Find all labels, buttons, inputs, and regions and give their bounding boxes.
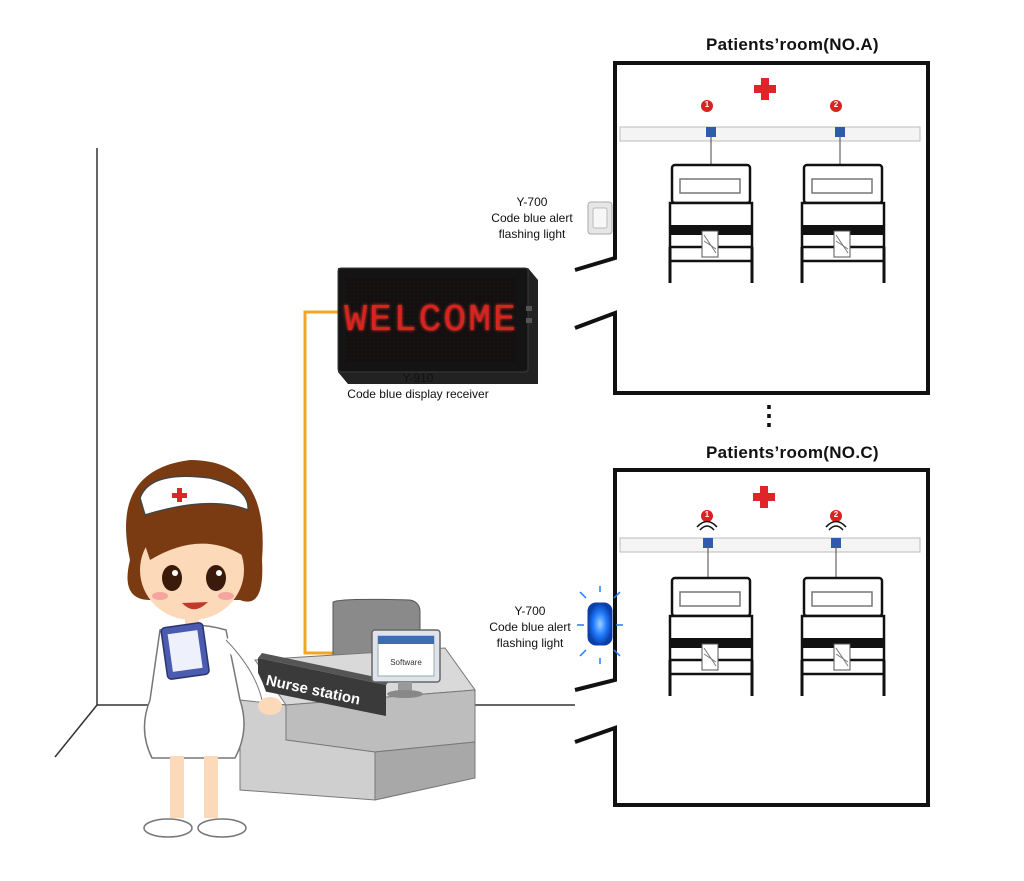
room-c-cross: [753, 486, 775, 508]
room-a-bed-badge-2: [830, 100, 842, 112]
rooms-ellipsis: ⋮: [756, 400, 782, 430]
room-c-bed-badge-1: [701, 510, 713, 522]
nurse-station-desk: [239, 598, 476, 801]
room-a-cross: [754, 78, 776, 100]
room-a-bed-badge-1: [701, 100, 713, 112]
display-receiver-device: [337, 267, 538, 384]
room-a-alert-light-line2: flashing light: [498, 227, 566, 241]
room-a-alert-light-line1: Code blue alert: [491, 211, 573, 225]
room-c-alert-light-caption: Y-700 Code blue alert flashing light: [472, 603, 588, 651]
wireless-signal-icon: [696, 520, 847, 531]
nurse-illustration: [126, 460, 282, 838]
room-a-alert-light-caption: Y-700 Code blue alert flashing light: [474, 194, 590, 242]
room-c-interior: [619, 537, 921, 698]
room-a-bed-number-2: 2: [833, 100, 839, 109]
room-a-alert-light: [587, 201, 613, 235]
display-receiver-model: Y-910: [402, 371, 434, 385]
room-a-title: Patients’room(NO.A): [706, 35, 879, 54]
room-c-alert-light-model: Y-700: [514, 604, 546, 618]
room-a-bed-number-1: 1: [704, 100, 710, 109]
room-c-alert-light: [577, 586, 623, 664]
room-c-bed-badge-2: [830, 510, 842, 522]
room-a-alert-light-model: Y-700: [516, 195, 548, 209]
display-receiver-description: Code blue display receiver: [347, 387, 489, 401]
room-c-title: Patients’room(NO.C): [706, 443, 879, 462]
room-c-bed-number-2: 2: [833, 510, 839, 519]
display-receiver-caption: Y-910 Code blue display receiver: [320, 370, 516, 402]
display-screen-text: WELCOME: [344, 298, 518, 342]
monitor-software-label: Software: [390, 658, 422, 667]
room-c-bed-number-1: 1: [704, 510, 710, 519]
room-a-interior: [619, 126, 921, 285]
room-c-alert-light-line1: Code blue alert: [489, 620, 571, 634]
room-c-alert-light-line2: flashing light: [496, 636, 564, 650]
